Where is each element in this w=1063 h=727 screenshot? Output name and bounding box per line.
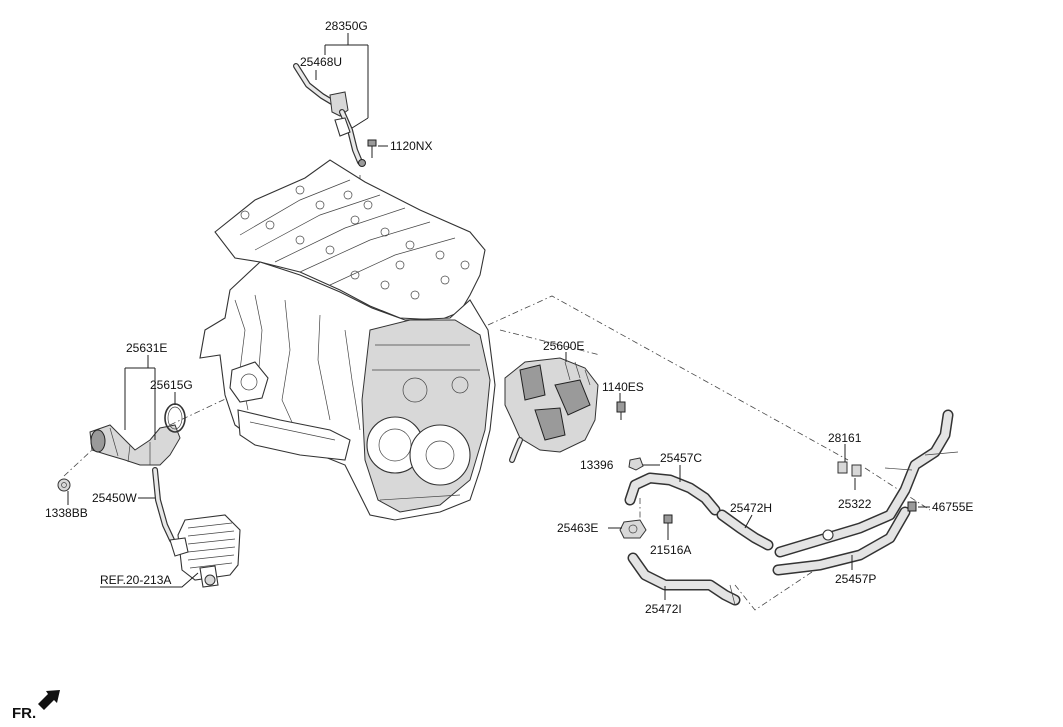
oil-cooler-assembly [152, 467, 241, 588]
label-25615G: 25615G [150, 378, 193, 392]
label-25472H: 25472H [730, 501, 772, 515]
front-label: FR. [12, 705, 36, 722]
label-21516A: 21516A [650, 543, 691, 557]
label-25468U: 25468U [300, 55, 342, 69]
water-pump [504, 357, 626, 463]
engine-block [199, 159, 496, 521]
label-25457C: 25457C [660, 451, 702, 465]
label-25600E: 25600E [543, 339, 584, 353]
label-25463E: 25463E [557, 521, 598, 535]
coolant-hoses [624, 409, 959, 606]
thermostat-housing-assembly [57, 403, 186, 492]
label-1140ES: 1140ES [602, 380, 644, 394]
front-indicator: FR. [12, 690, 60, 722]
label-46755E: 46755E [932, 500, 973, 514]
label-1120NX: 1120NX [390, 139, 432, 153]
fasteners [619, 457, 917, 540]
label-13396: 13396 [580, 458, 614, 472]
breather-hose-assembly [293, 63, 377, 167]
label-ref-20-213A: REF.20-213A [100, 573, 171, 587]
front-direction-arrow-icon [38, 690, 60, 710]
label-28350G: 28350G [325, 19, 368, 33]
label-25450W: 25450W [92, 491, 137, 505]
label-28161: 28161 [828, 431, 862, 445]
callout-leaders [67, 33, 930, 600]
label-25472I: 25472I [645, 602, 682, 616]
label-25322: 25322 [838, 497, 872, 511]
label-25631E: 25631E [126, 341, 167, 355]
callout-labels: 28350G 25468U 1120NX 25631E 25615G 25600… [45, 19, 973, 616]
label-1338BB: 1338BB [45, 506, 88, 520]
label-25457P: 25457P [835, 572, 876, 586]
